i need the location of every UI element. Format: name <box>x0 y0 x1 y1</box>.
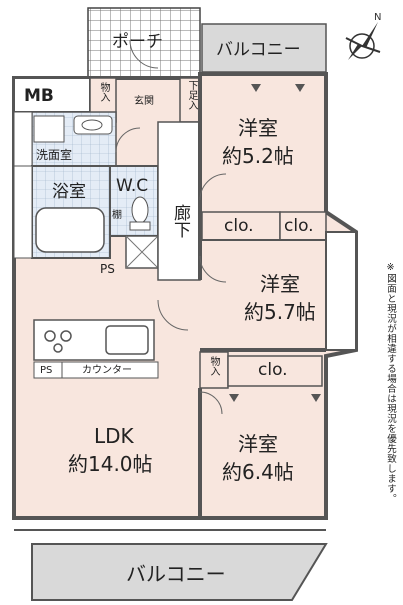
washroom-label: 洗面室 <box>36 148 73 162</box>
basin-bowl <box>81 119 103 131</box>
storage-entry-label: 物入 <box>98 82 109 102</box>
balcony-top-area <box>201 23 327 73</box>
door-swing-6 <box>129 39 159 69</box>
toilet-tank <box>129 221 151 231</box>
western3-size: 約6.4帖 <box>222 460 294 484</box>
ps-kitchen-label: PS <box>40 365 53 376</box>
western1-size: 約5.2帖 <box>222 144 294 168</box>
porch-label: ポーチ <box>112 32 163 52</box>
bay-window <box>325 231 357 351</box>
mb-label: MB <box>24 86 54 106</box>
door-swing-5 <box>115 127 141 153</box>
counter-label: カウンター <box>82 365 132 376</box>
window-arrow-3 <box>229 394 239 402</box>
ps-top-label: PS <box>100 262 115 276</box>
stove-burner-3 <box>53 343 63 353</box>
north-arrow-icon: N <box>345 12 381 60</box>
western2-size: 約5.7帖 <box>244 300 316 324</box>
closet-c-label: clo. <box>258 360 288 380</box>
balcony-bottom-area <box>31 543 328 601</box>
stove-burner-2 <box>60 330 72 342</box>
door-swing-1 <box>199 173 227 201</box>
hallway-area <box>157 121 201 281</box>
western2-name: 洋室 <box>260 272 300 296</box>
ldk-size: 約14.0帖 <box>68 452 153 476</box>
western3-name: 洋室 <box>238 432 278 456</box>
wc-label: W.C <box>116 176 149 196</box>
closet-c <box>227 355 323 387</box>
window-arrow-1 <box>251 84 261 92</box>
toilet <box>131 196 149 224</box>
mb-box <box>13 77 91 113</box>
bath-label: 浴室 <box>52 182 86 202</box>
door-swing-2 <box>199 255 227 283</box>
western1-name: 洋室 <box>238 116 278 140</box>
washer-box <box>33 115 65 143</box>
ldk-name: LDK <box>94 424 134 448</box>
shelf-label: 棚 <box>112 210 122 221</box>
shoe-box-label: 下足入 <box>186 80 197 110</box>
window-arrow-2 <box>295 84 305 92</box>
washroom-left-strip <box>13 111 33 167</box>
door-swing-4 <box>199 391 223 415</box>
entrance-label: 玄関 <box>134 96 154 107</box>
closet-b-label: clo. <box>284 216 314 236</box>
closet-a-label: clo. <box>224 216 254 236</box>
bathtub <box>35 207 105 253</box>
hallway-label: 廊下 <box>170 204 190 238</box>
door-swing-3 <box>157 299 189 331</box>
counter-bar <box>61 361 159 379</box>
svg-text:N: N <box>374 12 381 23</box>
balcony-bottom-label: バルコニー <box>126 562 226 586</box>
porch-area <box>87 7 201 79</box>
stove-burner-1 <box>44 330 56 342</box>
bath-left-strip <box>13 165 33 259</box>
ps-cross <box>125 235 159 269</box>
sink <box>105 325 149 355</box>
disclaimer-note: ※図面と現況が相違する場合は現況を優先致します。 <box>385 262 396 504</box>
storage-mid-label: 物入 <box>208 356 219 376</box>
balcony-top-label: バルコニー <box>216 40 301 60</box>
window-arrow-4 <box>311 394 321 402</box>
